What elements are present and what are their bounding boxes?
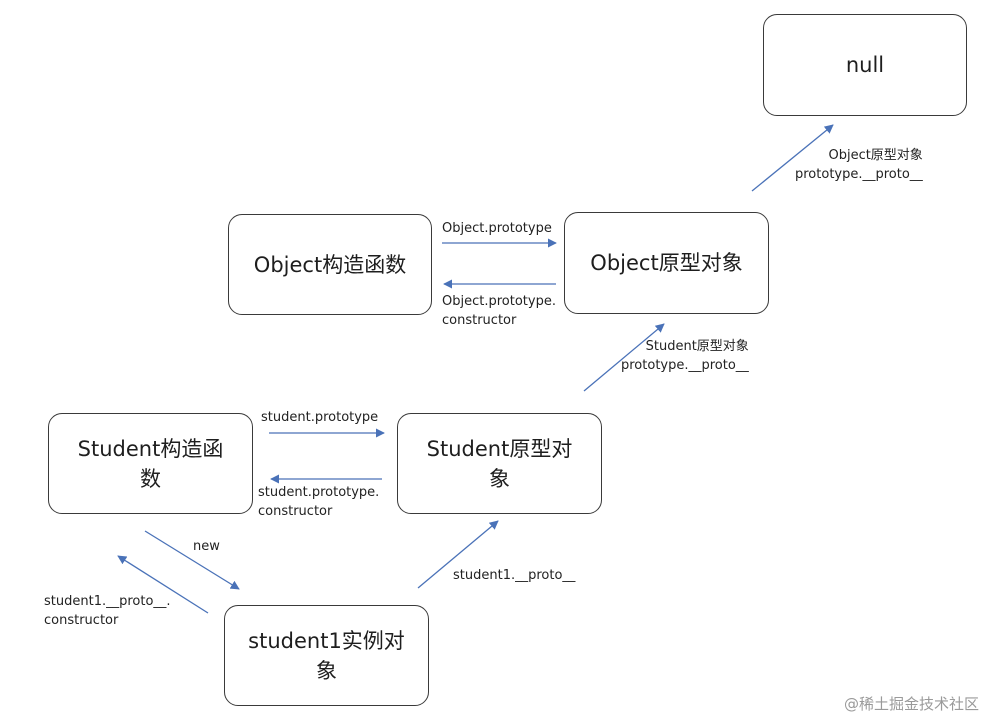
label-student-proto-to-object: Student原型对象 prototype.__proto__: [621, 339, 749, 373]
object-prototype-node: Object原型对象: [564, 212, 769, 314]
student1-instance-node: student1实例对象: [224, 605, 429, 706]
arrow-object-proto-to-null: [751, 124, 834, 192]
student-prototype-node: Student原型对象: [397, 413, 602, 514]
arrow-instance-constructor: [117, 555, 209, 614]
label-object-proto-to-null: Object原型对象 prototype.__proto__: [795, 148, 923, 182]
arrow-instance-proto: [417, 520, 499, 589]
object-constructor-node: Object构造函数: [228, 214, 432, 315]
label-instance-constructor: student1.__proto__. constructor: [44, 594, 171, 628]
label-new: new: [193, 539, 220, 554]
arrow-student-proto-to-object: [583, 323, 665, 392]
watermark: @稀土掘金技术社区: [843, 695, 979, 713]
null-node: null: [763, 14, 967, 116]
student-constructor-node: Student构造函数: [48, 413, 253, 514]
label-instance-proto: student1.__proto__: [453, 568, 576, 583]
label-student-prototype: student.prototype: [261, 410, 379, 425]
arrow-new: [144, 530, 240, 590]
label-object-prototype: Object.prototype: [442, 221, 552, 236]
label-student-constructor: student.prototype. constructor: [258, 485, 380, 519]
label-object-constructor: Object.prototype. constructor: [442, 294, 556, 328]
